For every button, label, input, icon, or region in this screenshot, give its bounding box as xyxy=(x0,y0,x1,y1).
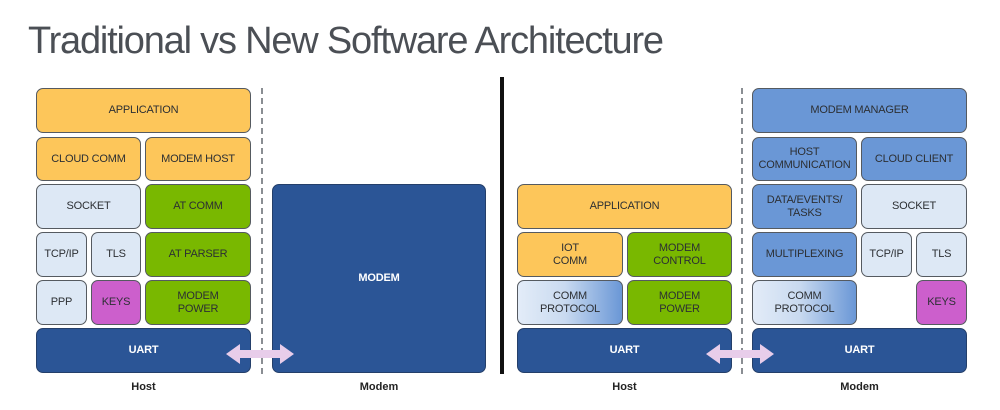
block-tls: TLS xyxy=(91,232,141,277)
block-modem-host: MODEM HOST xyxy=(145,137,251,181)
block-modem-power: MODEM POWER xyxy=(145,280,251,325)
block-keys: KEYS xyxy=(91,280,141,325)
block-cloud-client: CLOUD CLIENT xyxy=(861,137,967,181)
host-label: Host xyxy=(612,381,637,393)
bidirectional-arrow-icon xyxy=(706,344,774,364)
block-modem-power: MODEM POWER xyxy=(627,280,732,325)
section-divider xyxy=(500,77,504,374)
block-modem: MODEM xyxy=(272,184,486,373)
block-host-communication: HOST COMMUNICATION xyxy=(752,137,857,181)
block-application: APPLICATION xyxy=(517,184,732,229)
block-multiplexing: MULTIPLEXING xyxy=(752,232,857,277)
block-comm-protocol: COMM PROTOCOL xyxy=(517,280,623,325)
block-tcp-ip: TCP/IP xyxy=(36,232,87,277)
block-modem-control: MODEM CONTROL xyxy=(627,232,732,277)
block-comm-protocol: COMM PROTOCOL xyxy=(752,280,857,325)
block-ppp: PPP xyxy=(36,280,87,325)
block-socket: SOCKET xyxy=(861,184,967,229)
page-title: Traditional vs New Software Architecture xyxy=(28,20,664,62)
host-modem-boundary xyxy=(741,88,743,374)
block-uart: UART xyxy=(517,328,732,373)
block-keys: KEYS xyxy=(916,280,967,325)
block-application: APPLICATION xyxy=(36,88,251,133)
block-modem-manager: MODEM MANAGER xyxy=(752,88,967,133)
block-tls: TLS xyxy=(916,232,967,277)
block-socket: SOCKET xyxy=(36,184,141,229)
block-cloud-comm: CLOUD COMM xyxy=(36,137,141,181)
modem-label: Modem xyxy=(359,381,399,393)
modem-label: Modem xyxy=(840,381,879,393)
host-label: Host xyxy=(131,381,156,393)
block-at-parser: AT PARSER xyxy=(145,232,251,277)
block-at-comm: AT COMM xyxy=(145,184,251,229)
bidirectional-arrow-icon xyxy=(226,344,294,364)
block-tcp-ip: TCP/IP xyxy=(861,232,912,277)
host-modem-boundary xyxy=(261,88,263,374)
block-uart: UART xyxy=(36,328,251,373)
block-iot-comm: IOT COMM xyxy=(517,232,623,277)
block-uart: UART xyxy=(752,328,967,373)
block-data-events-tasks: DATA/EVENTS/ TASKS xyxy=(752,184,857,229)
